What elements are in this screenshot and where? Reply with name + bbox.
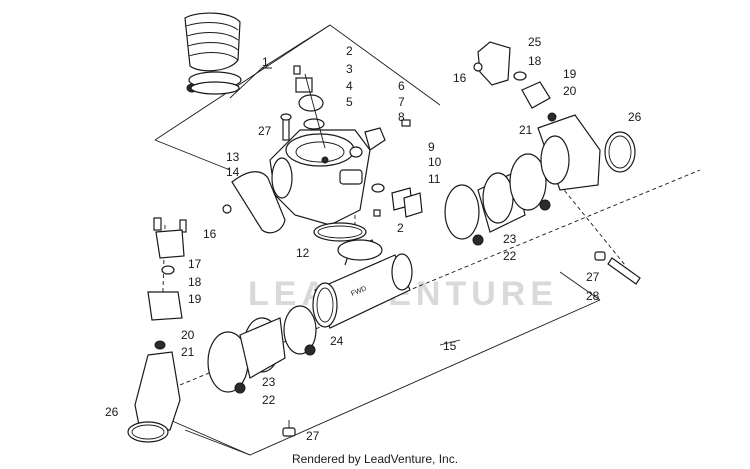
callout-12: 12 bbox=[296, 246, 310, 260]
callout-26: 26 bbox=[628, 110, 642, 124]
callout-6: 6 bbox=[398, 79, 405, 93]
callout-25: 25 bbox=[528, 35, 542, 49]
boot-right bbox=[444, 153, 551, 246]
callout-13: 13 bbox=[226, 150, 240, 164]
callout-3: 3 bbox=[346, 62, 353, 76]
callout-9: 9 bbox=[428, 140, 435, 154]
callout-2: 2 bbox=[346, 44, 353, 58]
callout-21: 21 bbox=[519, 123, 533, 137]
callout-18: 18 bbox=[528, 54, 542, 68]
callout-11: 11 bbox=[428, 172, 441, 186]
injector-lower bbox=[127, 217, 187, 443]
callout-23: 23 bbox=[503, 232, 517, 246]
bolt-right bbox=[594, 251, 641, 285]
callout-19: 19 bbox=[563, 67, 577, 81]
callout-10: 10 bbox=[428, 155, 442, 169]
callout-20: 20 bbox=[181, 328, 195, 342]
callout-27: 27 bbox=[306, 429, 320, 443]
callout-8: 8 bbox=[398, 110, 405, 124]
bolt-lower bbox=[282, 420, 296, 437]
callout-20: 20 bbox=[563, 84, 577, 98]
manifold-tee: FWD bbox=[312, 239, 413, 329]
callout-5: 5 bbox=[346, 95, 353, 109]
throttle-body bbox=[222, 65, 423, 242]
callout-18: 18 bbox=[188, 275, 202, 289]
boot-left bbox=[207, 305, 317, 394]
callout-27: 27 bbox=[586, 270, 600, 284]
callout-7: 7 bbox=[398, 95, 405, 109]
callout-16: 16 bbox=[203, 227, 217, 241]
callout-15: 15 bbox=[443, 339, 457, 353]
callout-4: 4 bbox=[346, 79, 353, 93]
callout-24: 24 bbox=[330, 334, 344, 348]
intake-boot-upper bbox=[184, 12, 242, 95]
callout-labels: 1234527678131491011216171819122021262322… bbox=[105, 35, 642, 443]
callout-27: 27 bbox=[258, 124, 272, 138]
callout-23: 23 bbox=[262, 375, 276, 389]
callout-26: 26 bbox=[105, 405, 119, 419]
callout-21: 21 bbox=[181, 345, 195, 359]
callout-1: 1 bbox=[262, 55, 269, 69]
callout-16: 16 bbox=[453, 71, 467, 85]
callout-22: 22 bbox=[503, 249, 517, 263]
footer-credit: Rendered by LeadVenture, Inc. bbox=[292, 452, 458, 466]
callout-22: 22 bbox=[262, 393, 276, 407]
callout-28: 28 bbox=[586, 289, 600, 303]
callout-2: 2 bbox=[397, 221, 404, 235]
callout-19: 19 bbox=[188, 292, 202, 306]
callout-17: 17 bbox=[188, 257, 202, 271]
injector-upper bbox=[473, 41, 636, 191]
callout-14: 14 bbox=[226, 165, 240, 179]
